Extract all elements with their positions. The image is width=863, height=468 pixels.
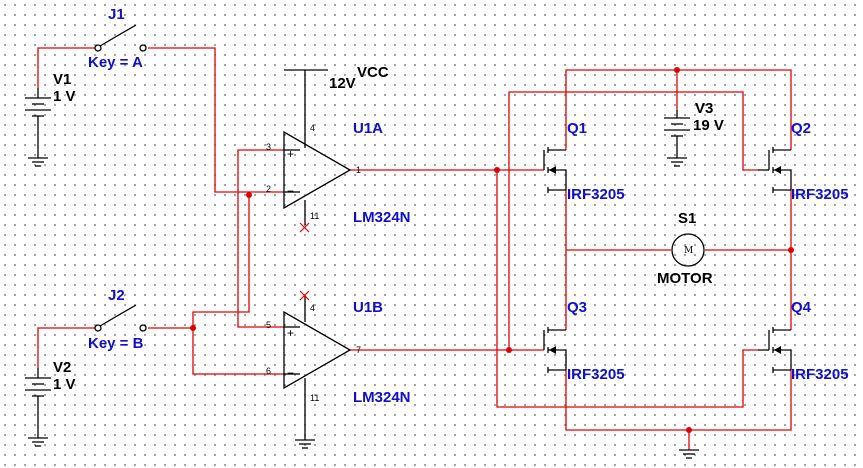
body-arrow (774, 166, 781, 174)
opamp-part: LM324N (353, 209, 411, 226)
switch-ref: J2 (108, 287, 125, 304)
switch-key-label: Key = A (88, 54, 143, 71)
no-connect-x (299, 290, 310, 301)
mosfet-q2: Q2 IRF3205 (758, 120, 849, 203)
vcc-supply: VCC 12V (284, 64, 389, 148)
body-arrow (549, 346, 556, 354)
body-lead (773, 349, 792, 370)
switch-lever (99, 24, 137, 47)
wire-u1a-out-q4 (496, 170, 758, 408)
wire-j1-u1a-minus (148, 47, 284, 193)
mosfet-ref: Q2 (791, 120, 811, 137)
wire-u1b-out-q2 (508, 91, 758, 350)
junction-dot (674, 67, 680, 73)
motor-label: MOTOR (657, 270, 713, 287)
pin-number: 11 (310, 211, 319, 221)
switch-j2[interactable]: J2 Key = B (88, 287, 147, 352)
opamp-ref: U1B (353, 299, 383, 316)
switch-ref: J1 (108, 6, 125, 23)
junction-dot (190, 325, 196, 331)
wire-v2-j2 (37, 327, 95, 368)
motor-ref: S1 (678, 210, 696, 227)
switch-key-label: Key = B (88, 335, 144, 352)
switch-lever (99, 304, 137, 327)
pin-number: 5 (266, 320, 271, 330)
body-lead (773, 169, 792, 190)
mosfet-part: IRF3205 (791, 186, 849, 203)
opamp-plus-sign: + (287, 326, 294, 340)
body-arrow (774, 346, 781, 354)
junction-dot (506, 347, 512, 353)
opamp-minus-sign: − (287, 366, 294, 380)
body-lead (548, 349, 567, 370)
pin-number: 2 (266, 184, 271, 194)
source-value: 1 V (53, 88, 76, 105)
wire-u1a-minus-j2 (192, 195, 250, 328)
switch-j1[interactable]: J1 Key = A (88, 6, 147, 71)
opamp-u1a: + − 3 2 1 4 11 U1A LM324N (266, 120, 411, 233)
junction-dot (246, 192, 252, 198)
mosfet-q1: Q1 IRF3205 (543, 120, 625, 203)
mosfet-ref: Q1 (567, 120, 587, 137)
opamp-triangle (283, 310, 352, 390)
opamp-minus-sign: − (287, 184, 294, 198)
mosfet-q3: Q3 IRF3205 (543, 299, 625, 383)
mosfet-ref: Q4 (791, 299, 812, 316)
wire-bottom-rail (565, 370, 792, 431)
pin-number: 6 (266, 366, 271, 376)
opamp-triangle (283, 130, 352, 210)
wire-top-rail (565, 69, 792, 150)
pin-number: 4 (310, 123, 315, 133)
motor-circle (671, 233, 705, 267)
supply-value: 12V (329, 75, 356, 92)
wires (37, 47, 792, 450)
body-arrow (549, 166, 556, 174)
pin-number: 1 (356, 165, 361, 175)
source-value: 1 V (53, 376, 76, 393)
junction-dot (788, 247, 794, 253)
wire-v1-j1 (37, 47, 95, 88)
pin-number: 11 (310, 393, 319, 403)
source-ref: V1 (53, 71, 71, 88)
supply-net: VCC (357, 64, 389, 81)
switch-contact (94, 324, 102, 332)
ground-symbol (679, 449, 699, 459)
battery-v2: V2 1 V (25, 359, 76, 447)
battery-v3: V3 19 V (664, 100, 724, 167)
pin-number: 3 (266, 142, 271, 152)
motor-s1: M S1 MOTOR (657, 210, 713, 287)
mosfet-q4: Q4 IRF3205 (758, 299, 849, 383)
junctions (190, 67, 794, 433)
motor-symbol: M (684, 246, 693, 256)
pin-number: 4 (310, 303, 315, 313)
opamp-u1b: + − 5 6 7 4 11 U1B LM324N (266, 290, 411, 449)
pin-number: 7 (356, 345, 361, 355)
junction-dot (494, 167, 500, 173)
no-connect-x (299, 222, 310, 233)
mosfet-part: IRF3205 (791, 366, 849, 383)
opamp-ref: U1A (353, 120, 383, 137)
switch-contact (139, 44, 147, 52)
mosfet-ref: Q3 (567, 299, 587, 316)
source-ref: V3 (695, 100, 713, 117)
wire-j2-u1b-minus (148, 327, 284, 375)
source-ref: V2 (53, 359, 71, 376)
source-value: 19 V (693, 117, 724, 134)
switch-contact (94, 44, 102, 52)
opamp-part: LM324N (353, 389, 411, 406)
mosfet-part: IRF3205 (567, 366, 625, 383)
mosfet-part: IRF3205 (567, 186, 625, 203)
body-lead (548, 169, 567, 190)
battery-v1: V1 1 V (25, 71, 76, 167)
switch-contact (139, 324, 147, 332)
opamp-plus-sign: + (287, 147, 294, 161)
wire-u1a-plus-u1b-plus (237, 149, 284, 328)
junction-dot (686, 427, 692, 433)
